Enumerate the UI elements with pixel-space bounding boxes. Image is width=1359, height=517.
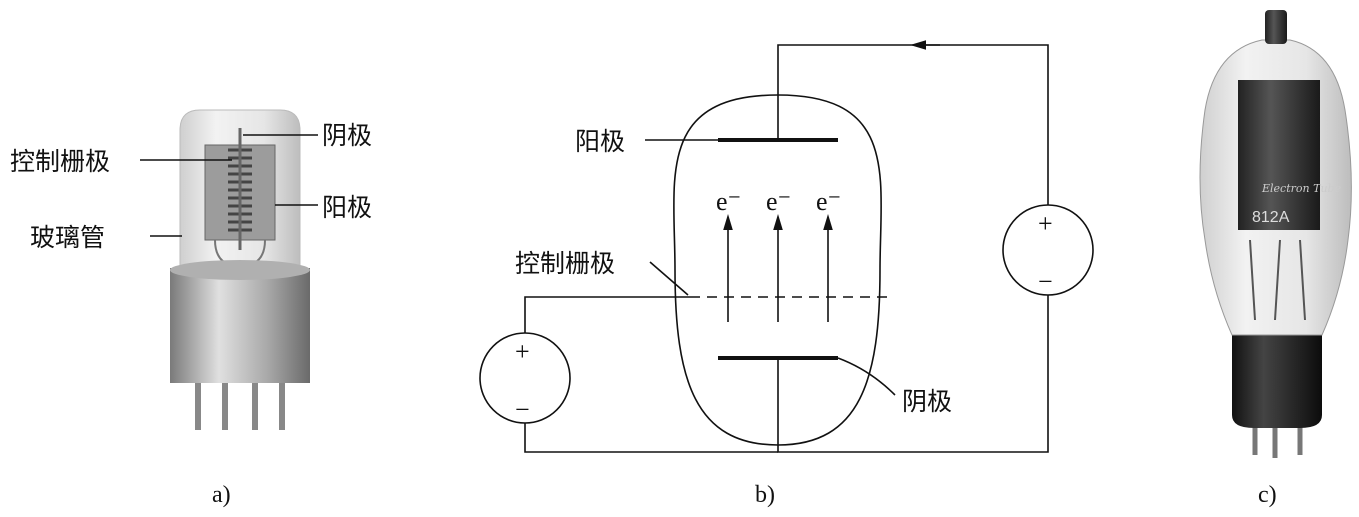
tube-collar <box>170 268 310 383</box>
electron-label-2: e⁻ <box>766 187 791 216</box>
panel-b-text: e⁻ e⁻ e⁻ + − + − 阳极 控制栅极 阴极 b) <box>515 127 1053 508</box>
anode-battery-plus: + <box>1038 209 1053 238</box>
label-glass-tube: 玻璃管 <box>30 223 105 252</box>
grid-battery-minus: − <box>515 395 530 424</box>
panel-b-leaders <box>645 139 896 396</box>
plate-structure <box>1238 80 1320 230</box>
panel-a-tube-illustration: 阴极 控制栅极 阳极 玻璃管 a) <box>10 109 372 508</box>
label-cathode-b: 阴极 <box>902 387 952 416</box>
label-control-grid-a: 控制栅极 <box>10 147 110 176</box>
label-cathode-a: 阴极 <box>322 121 372 150</box>
panel-c-tube-photo: Electron Tube 812A c) <box>1199 10 1352 508</box>
caption-b: b) <box>755 482 775 508</box>
electron-label-1: e⁻ <box>716 187 741 216</box>
tube-pins <box>195 380 285 430</box>
grid-circuit-wire <box>524 296 778 453</box>
panel-a-leaders <box>140 134 318 237</box>
grid-battery <box>479 332 571 424</box>
label-anode-b: 阳极 <box>575 127 625 156</box>
grid-battery-plus: + <box>515 337 530 366</box>
grid-coil <box>214 128 266 266</box>
anode-battery-minus: − <box>1038 267 1053 296</box>
tube-base <box>1232 330 1322 428</box>
caption-a: a) <box>212 482 231 508</box>
tube-brand: Electron Tube <box>1261 182 1342 195</box>
panel-b-schematic <box>479 40 1094 453</box>
electron-flow-arrows <box>723 214 833 322</box>
top-cap <box>1265 10 1287 44</box>
anode-battery <box>1002 204 1094 296</box>
label-anode-a: 阳极 <box>322 193 372 222</box>
caption-c: c) <box>1258 482 1277 508</box>
electron-label-3: e⁻ <box>816 187 841 216</box>
tube-model: 812A <box>1252 209 1290 226</box>
label-control-grid-b: 控制栅极 <box>515 249 615 278</box>
